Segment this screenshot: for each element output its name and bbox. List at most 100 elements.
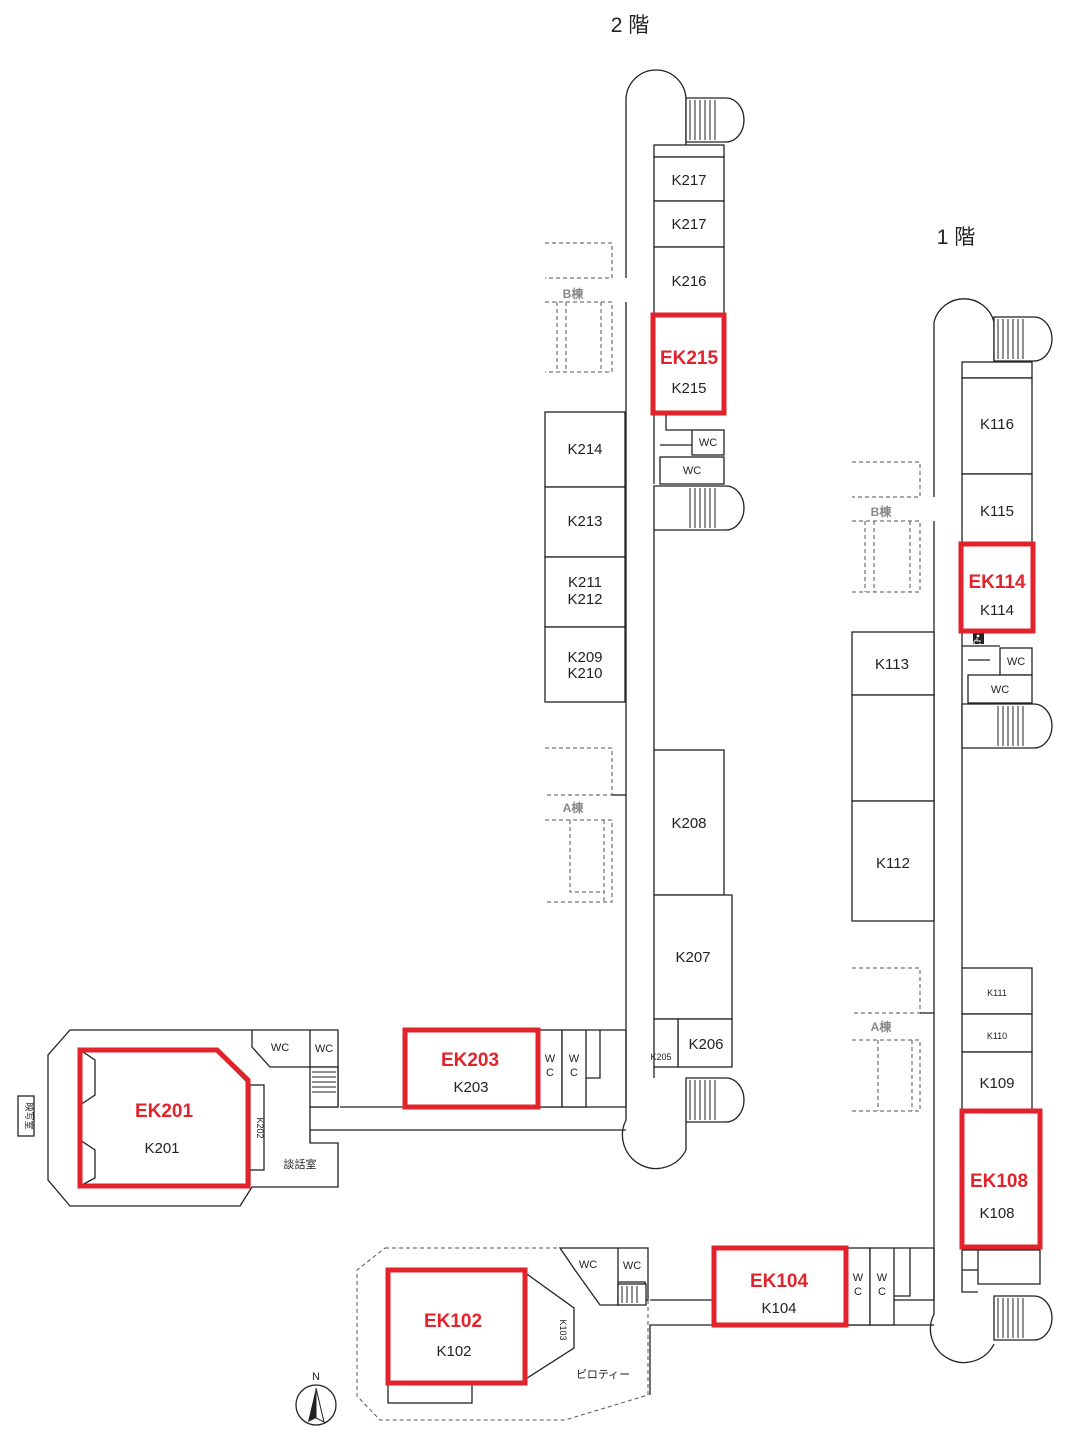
projection-room[interactable] <box>17 1095 35 1137</box>
label-wc-1f-c2-c: C <box>878 1286 886 1298</box>
wc-2f-b2[interactable] <box>659 456 725 485</box>
label-k203: K203 <box>453 1079 488 1096</box>
room-k207[interactable] <box>653 894 733 1020</box>
label-wc-2f-b2: WC <box>683 465 701 477</box>
room-k109[interactable] <box>961 1051 1033 1111</box>
label-building-b-1f: B棟 <box>871 504 893 519</box>
highlight-ek215[interactable] <box>650 312 727 416</box>
room-k203[interactable] <box>404 1029 539 1108</box>
label-k212: K212 <box>567 591 602 608</box>
room-k214[interactable] <box>544 411 626 488</box>
label-k114: K114 <box>980 602 1014 619</box>
room-1f-unnamed <box>851 694 935 802</box>
room-k110[interactable] <box>961 1013 1033 1053</box>
label-k103: K103 <box>558 1319 568 1340</box>
corridor-west-wall-1f <box>929 521 995 1364</box>
west-wing-wc-walls <box>251 1030 338 1068</box>
wc-2f-c1[interactable] <box>537 1029 563 1108</box>
room-k115[interactable] <box>961 473 1033 545</box>
label-wc-1f-c1-w: W <box>853 1272 864 1284</box>
label-wc-2f-b1: WC <box>699 437 717 449</box>
highlight-ek104[interactable] <box>711 1245 849 1328</box>
highlight-ek201[interactable] <box>77 1047 251 1189</box>
label-k115: K115 <box>980 503 1014 520</box>
label-k112: K112 <box>876 855 910 872</box>
room-k217a[interactable] <box>653 156 725 202</box>
room-k102[interactable] <box>387 1269 525 1384</box>
label-wc-1f-b2: WC <box>991 684 1009 696</box>
label-wc-2f-c2-c: C <box>570 1067 578 1079</box>
room-k216[interactable] <box>653 246 725 316</box>
label-wc-2f-c1-c: C <box>546 1067 554 1079</box>
wc-1f-b2[interactable] <box>967 674 1033 704</box>
corridor-south-wall-2f <box>309 1129 626 1143</box>
label-k207: K207 <box>675 949 710 966</box>
stairs-west-1f-steps <box>621 1286 638 1303</box>
label-wc-2f-w1: WC <box>271 1042 289 1054</box>
label-ek215: EK215 <box>660 348 719 369</box>
room-k217b[interactable] <box>653 200 725 248</box>
label-k206: K206 <box>688 1036 723 1053</box>
label-ek108: EK108 <box>970 1171 1028 1192</box>
wc-2f-b1[interactable] <box>691 429 725 456</box>
label-k210: K210 <box>567 665 602 682</box>
wc-1f-c1[interactable] <box>845 1247 871 1326</box>
label-k208: K208 <box>671 815 706 832</box>
label-wc-2f-c2-w: W <box>569 1053 580 1065</box>
highlight-ek102[interactable] <box>385 1267 528 1386</box>
label-lounge: 談話室 <box>284 1157 317 1171</box>
label-k202: K202 <box>255 1117 265 1138</box>
compass-north-label: N <box>312 1371 320 1383</box>
label-wc-1f-b1: WC <box>1007 656 1025 668</box>
room-k113[interactable] <box>851 631 935 696</box>
accessible-icon <box>973 633 984 644</box>
wc-2f-c2[interactable] <box>561 1029 587 1108</box>
label-k205: K205 <box>650 1052 671 1062</box>
room-k209-k210[interactable] <box>544 626 626 703</box>
room-1f-west-annex <box>387 1382 473 1404</box>
label-k211: K211 <box>568 574 602 591</box>
stairs-middle-1f <box>961 703 1053 749</box>
label-wc-2f-c1-w: W <box>545 1053 556 1065</box>
building-b-connector-1f: B棟 <box>852 461 921 593</box>
compass-arrow-light <box>315 1387 325 1423</box>
stairs-north-1f-steps <box>997 319 1024 359</box>
label-k104: K104 <box>761 1300 796 1317</box>
label-k102: K102 <box>436 1343 471 1360</box>
building-a-connector-2f: A棟 <box>545 747 613 903</box>
corridor-partition-2f <box>586 1029 626 1079</box>
highlight-ek203[interactable] <box>402 1027 541 1110</box>
label-projection-room: 映写室 <box>24 1102 35 1129</box>
room-k208[interactable] <box>653 749 725 896</box>
stairs-middle-2f <box>653 485 745 531</box>
room-k112[interactable] <box>851 800 935 922</box>
stairs-middle-2f-steps <box>689 488 716 528</box>
label-k214: K214 <box>567 441 602 458</box>
south-end-2f <box>653 1067 687 1150</box>
wc-1f-c2[interactable] <box>869 1247 895 1326</box>
label-wc-2f-w2: WC <box>315 1043 333 1055</box>
room-k211-k212[interactable] <box>544 556 626 628</box>
stairs-middle-1f-steps <box>997 706 1024 746</box>
wc-partitions-2f <box>653 413 692 484</box>
building-b-connector-2f: B棟 <box>545 242 613 373</box>
stairs-north-2f-steps <box>689 100 716 140</box>
room-strip-1f <box>961 361 1033 379</box>
north-compass: N <box>295 1371 337 1426</box>
stairs-south-1f-steps <box>997 1298 1024 1338</box>
floor-2-title: 2 階 <box>611 14 650 37</box>
label-wc-1f-c2-w: W <box>877 1272 888 1284</box>
room-k205[interactable] <box>653 1018 679 1068</box>
room-1f-south-strip <box>961 1249 1041 1293</box>
label-k209: K209 <box>567 649 602 666</box>
label-k201: K201 <box>144 1140 179 1157</box>
highlight-ek108[interactable] <box>959 1108 1043 1250</box>
floor-1-title: 1 階 <box>937 226 976 249</box>
highlight-ek114[interactable] <box>958 541 1036 634</box>
room-k215[interactable] <box>653 314 725 414</box>
room-k213[interactable] <box>544 486 626 558</box>
highlight-layer: EK215 EK203 EK201 EK114 EK108 EK104 EK10… <box>77 312 1043 1386</box>
corridor-partition-1f <box>894 1247 934 1297</box>
north-end-wall-1f <box>933 298 995 497</box>
room-k111[interactable] <box>961 967 1033 1015</box>
